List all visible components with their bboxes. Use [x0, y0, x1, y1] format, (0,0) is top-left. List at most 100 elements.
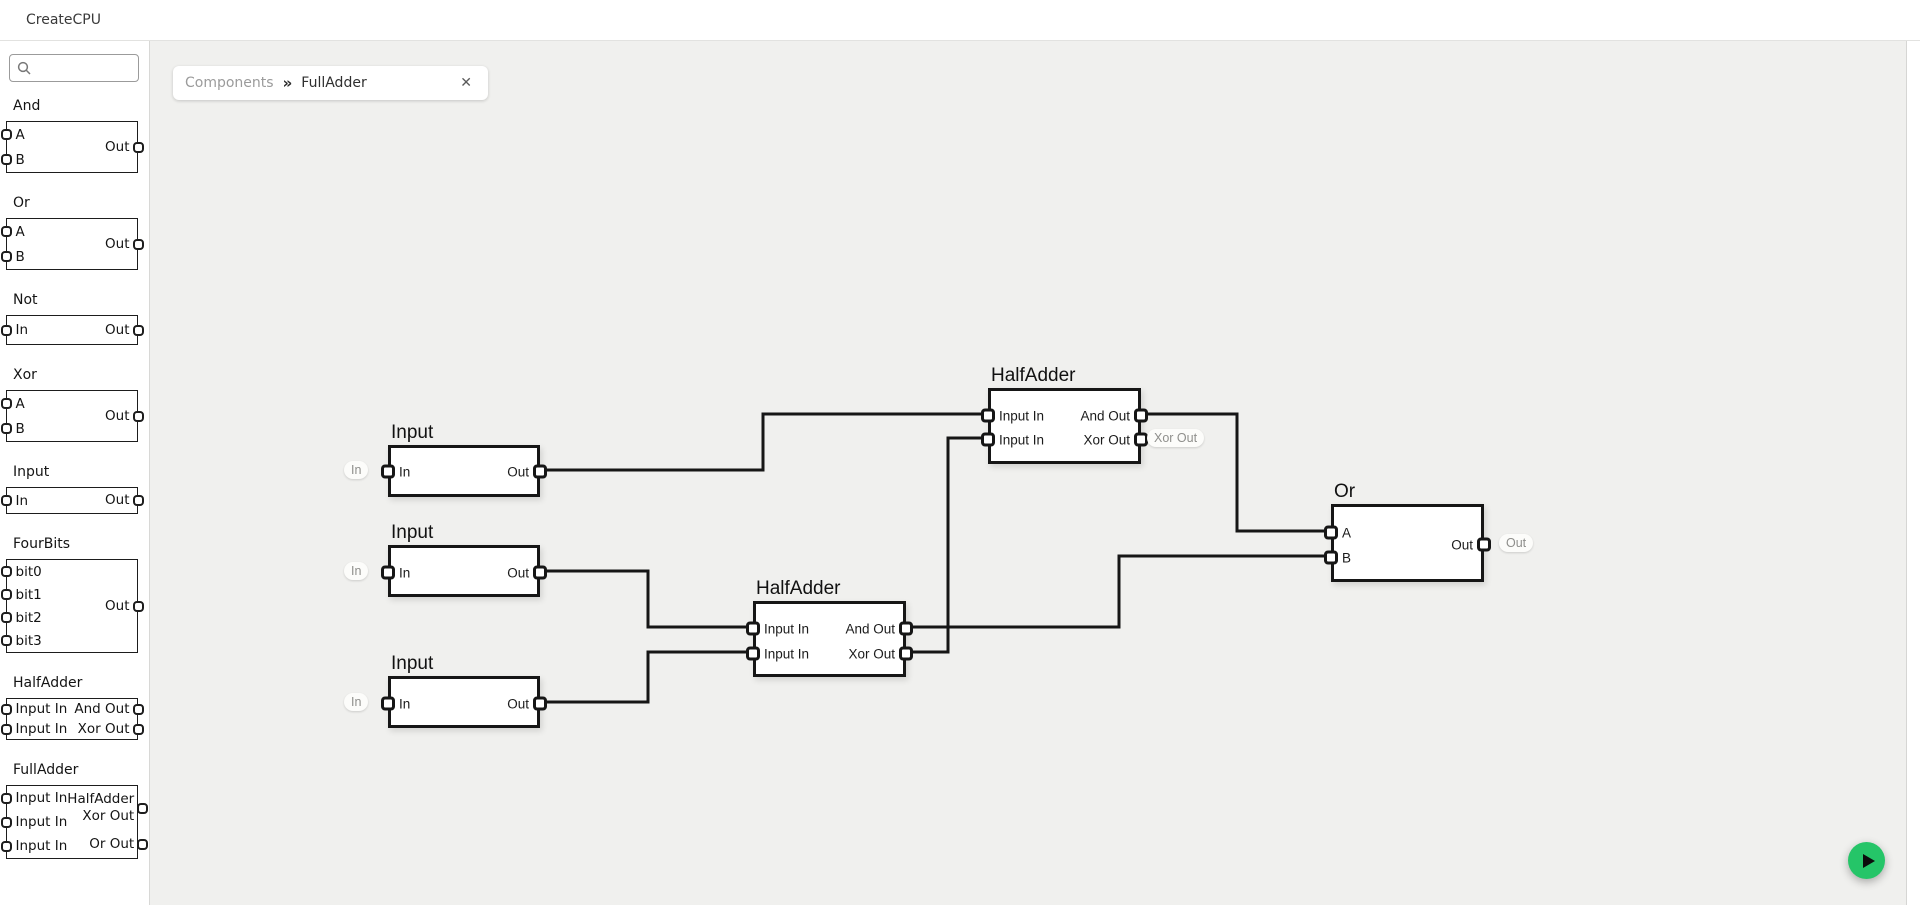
port-label: And Out — [1080, 408, 1130, 423]
node-title: HalfAdder — [756, 578, 841, 599]
port-icon[interactable] — [533, 565, 547, 580]
port-icon[interactable] — [132, 410, 144, 422]
port-icon[interactable] — [381, 565, 395, 580]
port-icon[interactable] — [381, 464, 395, 479]
input-port: A — [0, 224, 25, 240]
port-icon[interactable] — [981, 432, 995, 447]
port-icon[interactable] — [0, 154, 12, 165]
port-icon[interactable] — [533, 464, 547, 479]
port-icon[interactable] — [0, 703, 12, 715]
port-icon[interactable] — [746, 646, 760, 661]
port-icon[interactable] — [0, 589, 12, 600]
port-icon[interactable] — [0, 566, 12, 577]
output-port-column: Out — [105, 122, 144, 172]
tab-close-icon[interactable]: ✕ — [460, 75, 472, 91]
port-icon[interactable] — [1477, 537, 1491, 552]
output-port: And Out — [1080, 408, 1148, 423]
port-icon[interactable] — [0, 423, 12, 434]
wire[interactable] — [540, 569, 753, 629]
port-label: A — [15, 126, 25, 143]
search-input[interactable] — [37, 59, 131, 77]
port-icon[interactable] — [137, 802, 149, 814]
port-icon[interactable] — [0, 840, 12, 852]
wire[interactable] — [906, 554, 1331, 629]
port-icon[interactable] — [0, 129, 12, 140]
component-name: Input — [13, 464, 50, 480]
port-icon[interactable] — [533, 696, 547, 711]
port-icon[interactable] — [132, 600, 144, 612]
wire[interactable] — [906, 436, 988, 654]
port-icon[interactable] — [0, 816, 12, 828]
port-label: Input In — [15, 701, 68, 717]
run-button[interactable] — [1848, 842, 1885, 879]
tab-fulladder[interactable]: Components » FullAdder ✕ — [173, 66, 488, 100]
port-icon[interactable] — [132, 495, 144, 506]
wire[interactable] — [1141, 412, 1331, 533]
io-pill[interactable]: In — [344, 461, 369, 479]
wire[interactable] — [540, 412, 988, 472]
port-label: B — [15, 248, 25, 265]
port-icon[interactable] — [1324, 550, 1338, 565]
io-pill[interactable]: In — [344, 562, 369, 580]
port-icon[interactable] — [1134, 408, 1148, 423]
wire[interactable] — [540, 650, 753, 704]
port-icon[interactable] — [981, 408, 995, 423]
port-icon[interactable] — [0, 324, 12, 336]
port-icon[interactable] — [132, 324, 144, 336]
input-port: Input In — [981, 408, 1044, 423]
node-title: HalfAdder — [991, 365, 1076, 386]
port-icon[interactable] — [0, 398, 12, 409]
breadcrumb-components[interactable]: Components — [185, 75, 274, 91]
port-icon[interactable] — [0, 635, 12, 646]
port-icon[interactable] — [1324, 525, 1338, 540]
port-icon[interactable] — [0, 251, 12, 262]
port-icon[interactable] — [746, 621, 760, 636]
port-icon[interactable] — [132, 238, 144, 250]
port-icon[interactable] — [132, 141, 144, 153]
output-port-column: Out — [105, 391, 144, 441]
port-icon[interactable] — [899, 646, 913, 661]
port-icon[interactable] — [0, 495, 12, 506]
port-icon[interactable] — [899, 621, 913, 636]
scrollbar-track[interactable] — [1906, 41, 1920, 905]
port-icon[interactable] — [1134, 432, 1148, 447]
port-icon[interactable] — [137, 838, 149, 850]
play-icon — [1862, 853, 1875, 868]
port-icon[interactable] — [381, 696, 395, 711]
io-pill[interactable]: Xor Out — [1147, 429, 1205, 447]
port-icon[interactable] — [132, 723, 144, 735]
input-port: bit1 — [0, 587, 42, 603]
port-icon[interactable] — [0, 723, 12, 735]
port-icon[interactable] — [0, 612, 12, 623]
port-icon[interactable] — [0, 792, 12, 804]
port-label: Out — [105, 235, 130, 252]
io-pill[interactable]: In — [344, 693, 369, 711]
port-icon[interactable] — [0, 226, 12, 237]
port-label: Out — [507, 464, 529, 479]
io-pill[interactable]: Out — [1499, 534, 1534, 552]
port-icon[interactable] — [132, 703, 144, 715]
